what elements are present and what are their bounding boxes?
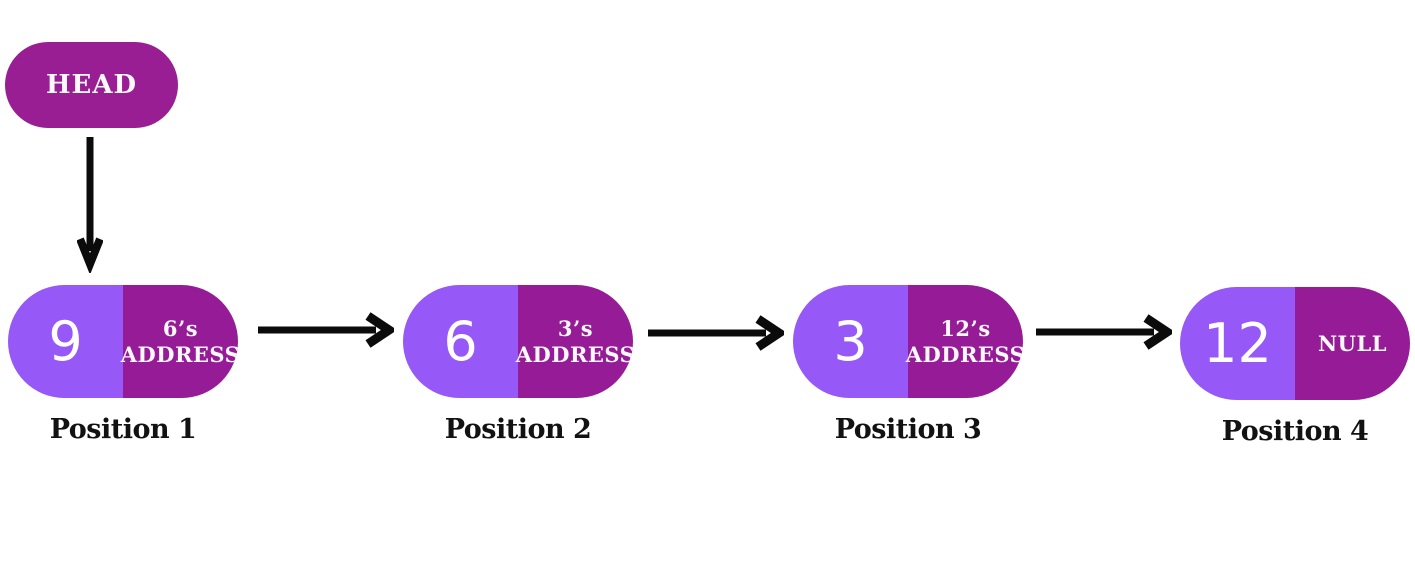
node-2-value: 6 bbox=[443, 309, 478, 373]
node-4-value: 12 bbox=[1203, 311, 1272, 375]
node-3-pointer-cell: 12’s ADDRESS bbox=[905, 285, 1023, 398]
node-3-value-cell: 3 bbox=[793, 285, 908, 398]
node-1-value-cell: 9 bbox=[8, 285, 123, 398]
node-1-pointer-cell: 6’s ADDRESS bbox=[120, 285, 238, 398]
list-node-2: 6 3’s ADDRESS bbox=[403, 285, 633, 398]
link-arrow-1-icon bbox=[258, 312, 394, 348]
node-3-pointer-line1: 12’s bbox=[940, 316, 991, 342]
node-1-pointer-line2: ADDRESS bbox=[120, 341, 238, 367]
position-label-2: Position 2 bbox=[444, 414, 592, 445]
position-label-3: Position 3 bbox=[834, 414, 982, 445]
list-node-4: 12 NULL bbox=[1180, 287, 1410, 400]
head-arrow-down-icon bbox=[77, 137, 103, 273]
link-arrow-3-icon bbox=[1036, 314, 1172, 350]
node-3-pointer-line2: ADDRESS bbox=[905, 341, 1023, 367]
node-4-pointer-cell: NULL bbox=[1295, 287, 1410, 400]
node-4-pointer-line1: NULL bbox=[1317, 330, 1388, 356]
link-arrow-2-icon bbox=[648, 315, 784, 351]
node-2-value-cell: 6 bbox=[403, 285, 518, 398]
position-label-4: Position 4 bbox=[1221, 416, 1369, 447]
position-label-1: Position 1 bbox=[49, 414, 197, 445]
list-node-3: 3 12’s ADDRESS bbox=[793, 285, 1023, 398]
node-2-pointer-line1: 3’s bbox=[557, 316, 594, 342]
node-1-pointer-line1: 6’s bbox=[162, 316, 199, 342]
node-4-value-cell: 12 bbox=[1180, 287, 1295, 400]
head-pill: HEAD bbox=[5, 42, 178, 128]
node-3-value: 3 bbox=[833, 309, 868, 373]
head-label: HEAD bbox=[45, 70, 138, 100]
list-node-1: 9 6’s ADDRESS bbox=[8, 285, 238, 398]
node-2-pointer-line2: ADDRESS bbox=[515, 341, 633, 367]
node-1-value: 9 bbox=[48, 309, 83, 373]
node-2-pointer-cell: 3’s ADDRESS bbox=[515, 285, 633, 398]
